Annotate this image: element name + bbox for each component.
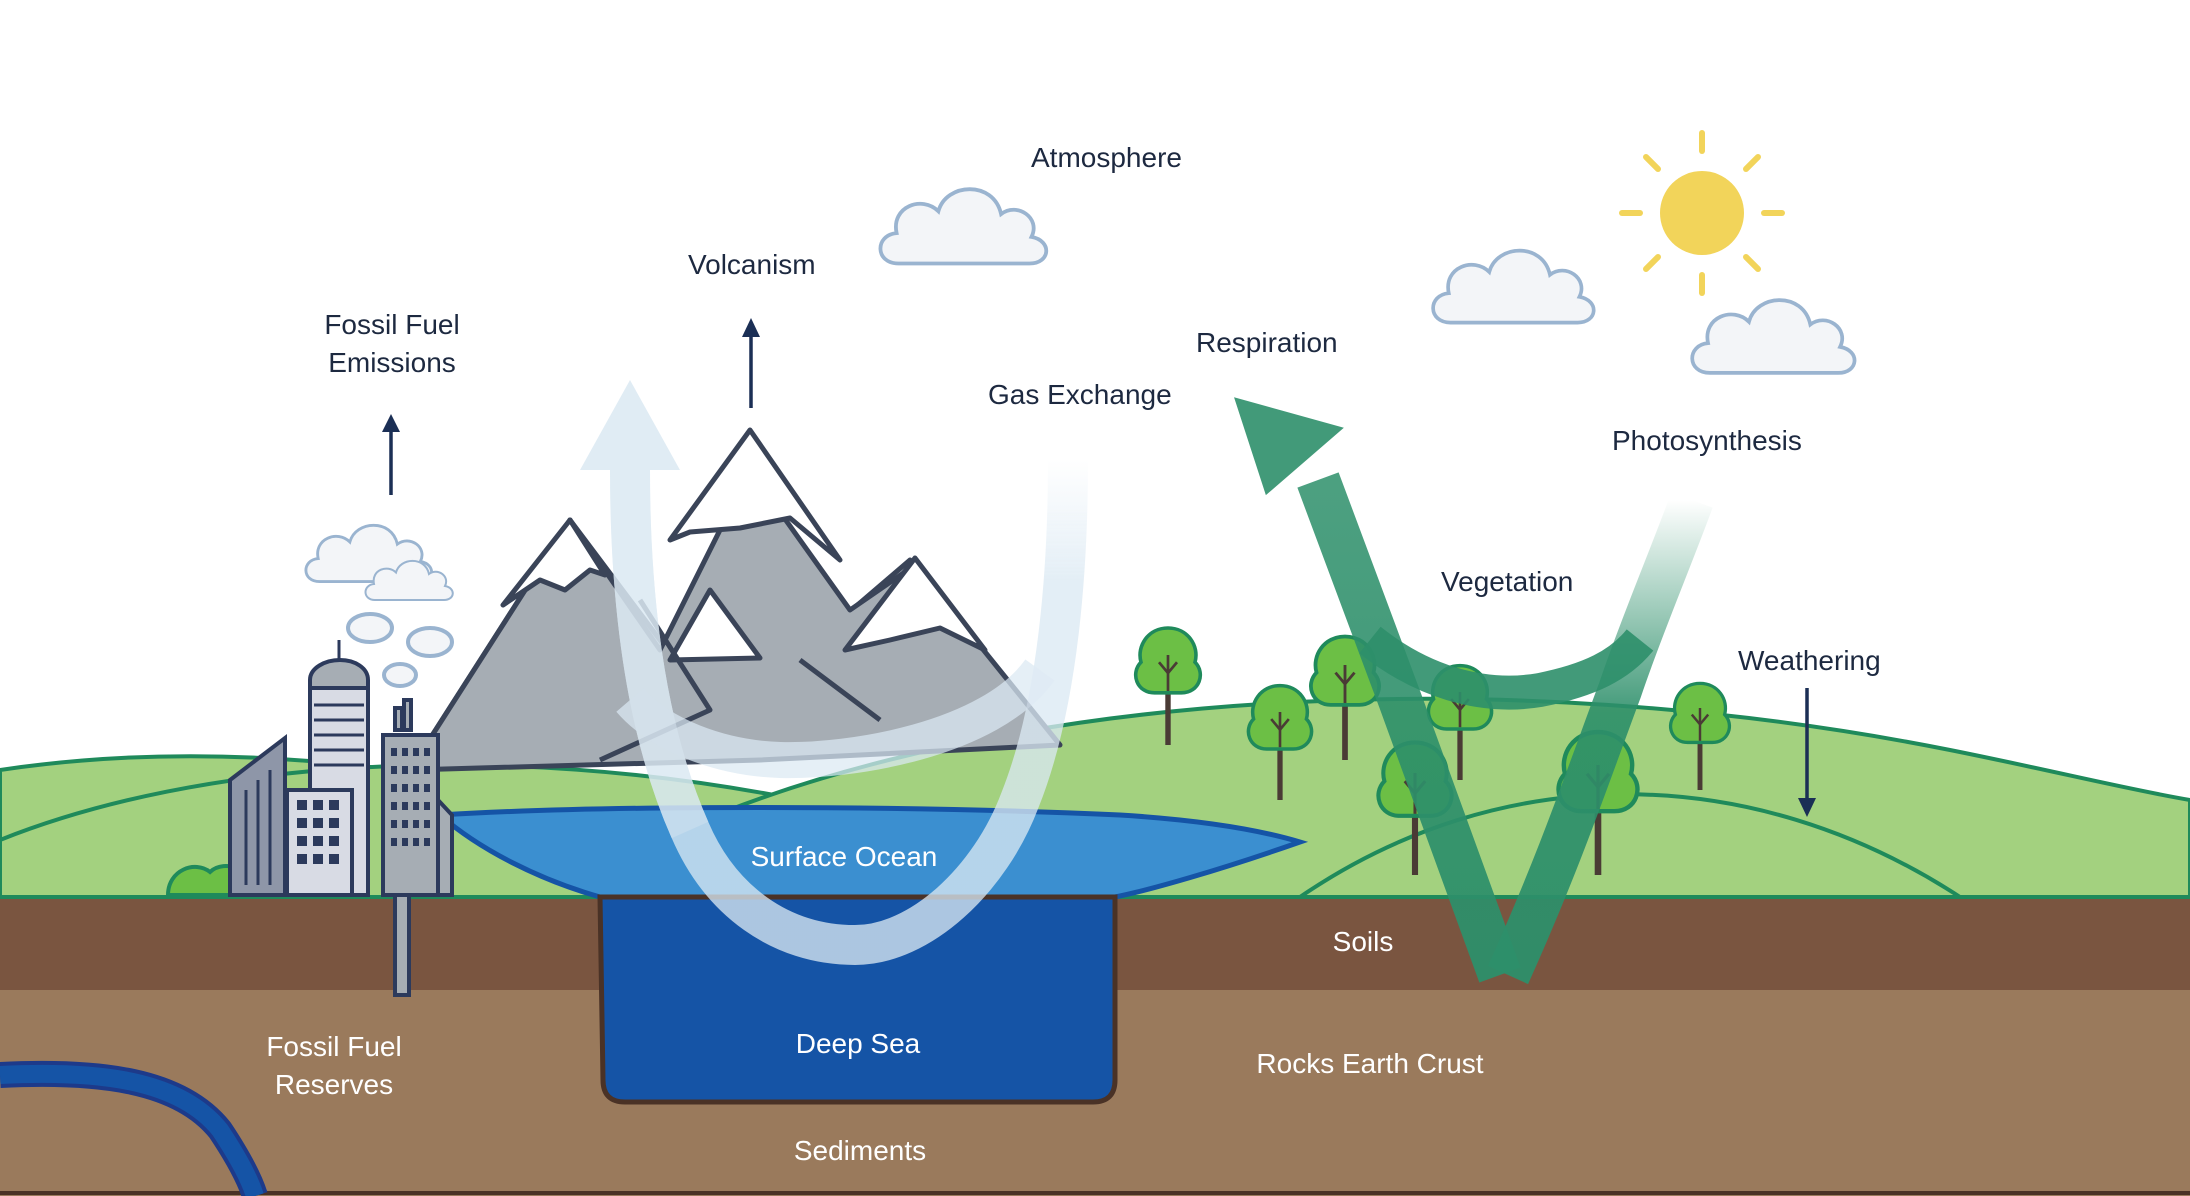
label-weathering: Weathering <box>1738 645 1881 676</box>
label-respiration: Respiration <box>1196 327 1338 358</box>
label-sediments: Sediments <box>794 1135 926 1166</box>
label-surface-ocean: Surface Ocean <box>751 841 938 872</box>
sun-icon <box>1619 130 1785 296</box>
label-gas-exchange: Gas Exchange <box>988 379 1172 410</box>
label-vegetation: Vegetation <box>1441 566 1573 597</box>
cloud-icon <box>1690 298 1857 375</box>
label-soils: Soils <box>1333 926 1394 957</box>
label-fossil-fuel-emissions-1: Fossil Fuel <box>324 309 459 340</box>
weathering-arrow <box>1798 688 1816 817</box>
vegetation-arrow <box>1234 397 1713 985</box>
cloud-icon <box>1431 248 1596 325</box>
gas-exchange-arrow <box>580 380 1088 966</box>
label-atmosphere: Atmosphere <box>1031 142 1182 173</box>
label-fossil-fuel-reserves-1: Fossil Fuel <box>266 1031 401 1062</box>
oil-well-icon <box>393 878 411 997</box>
mountain-icon <box>407 427 1063 773</box>
fossil-emissions-arrow <box>382 414 400 495</box>
cloud-icon <box>878 187 1049 266</box>
ocean <box>433 805 1309 1105</box>
smoke-puffs <box>346 612 454 688</box>
label-deep-sea: Deep Sea <box>796 1028 921 1059</box>
city-icon <box>165 640 454 897</box>
label-rocks-earth-crust: Rocks Earth Crust <box>1256 1048 1483 1079</box>
label-fossil-fuel-emissions-2: Emissions <box>328 347 456 378</box>
label-volcanism: Volcanism <box>688 249 816 280</box>
label-fossil-fuel-reserves-2: Reserves <box>275 1069 393 1100</box>
label-photosynthesis: Photosynthesis <box>1612 425 1802 456</box>
volcanism-arrow <box>742 318 760 408</box>
